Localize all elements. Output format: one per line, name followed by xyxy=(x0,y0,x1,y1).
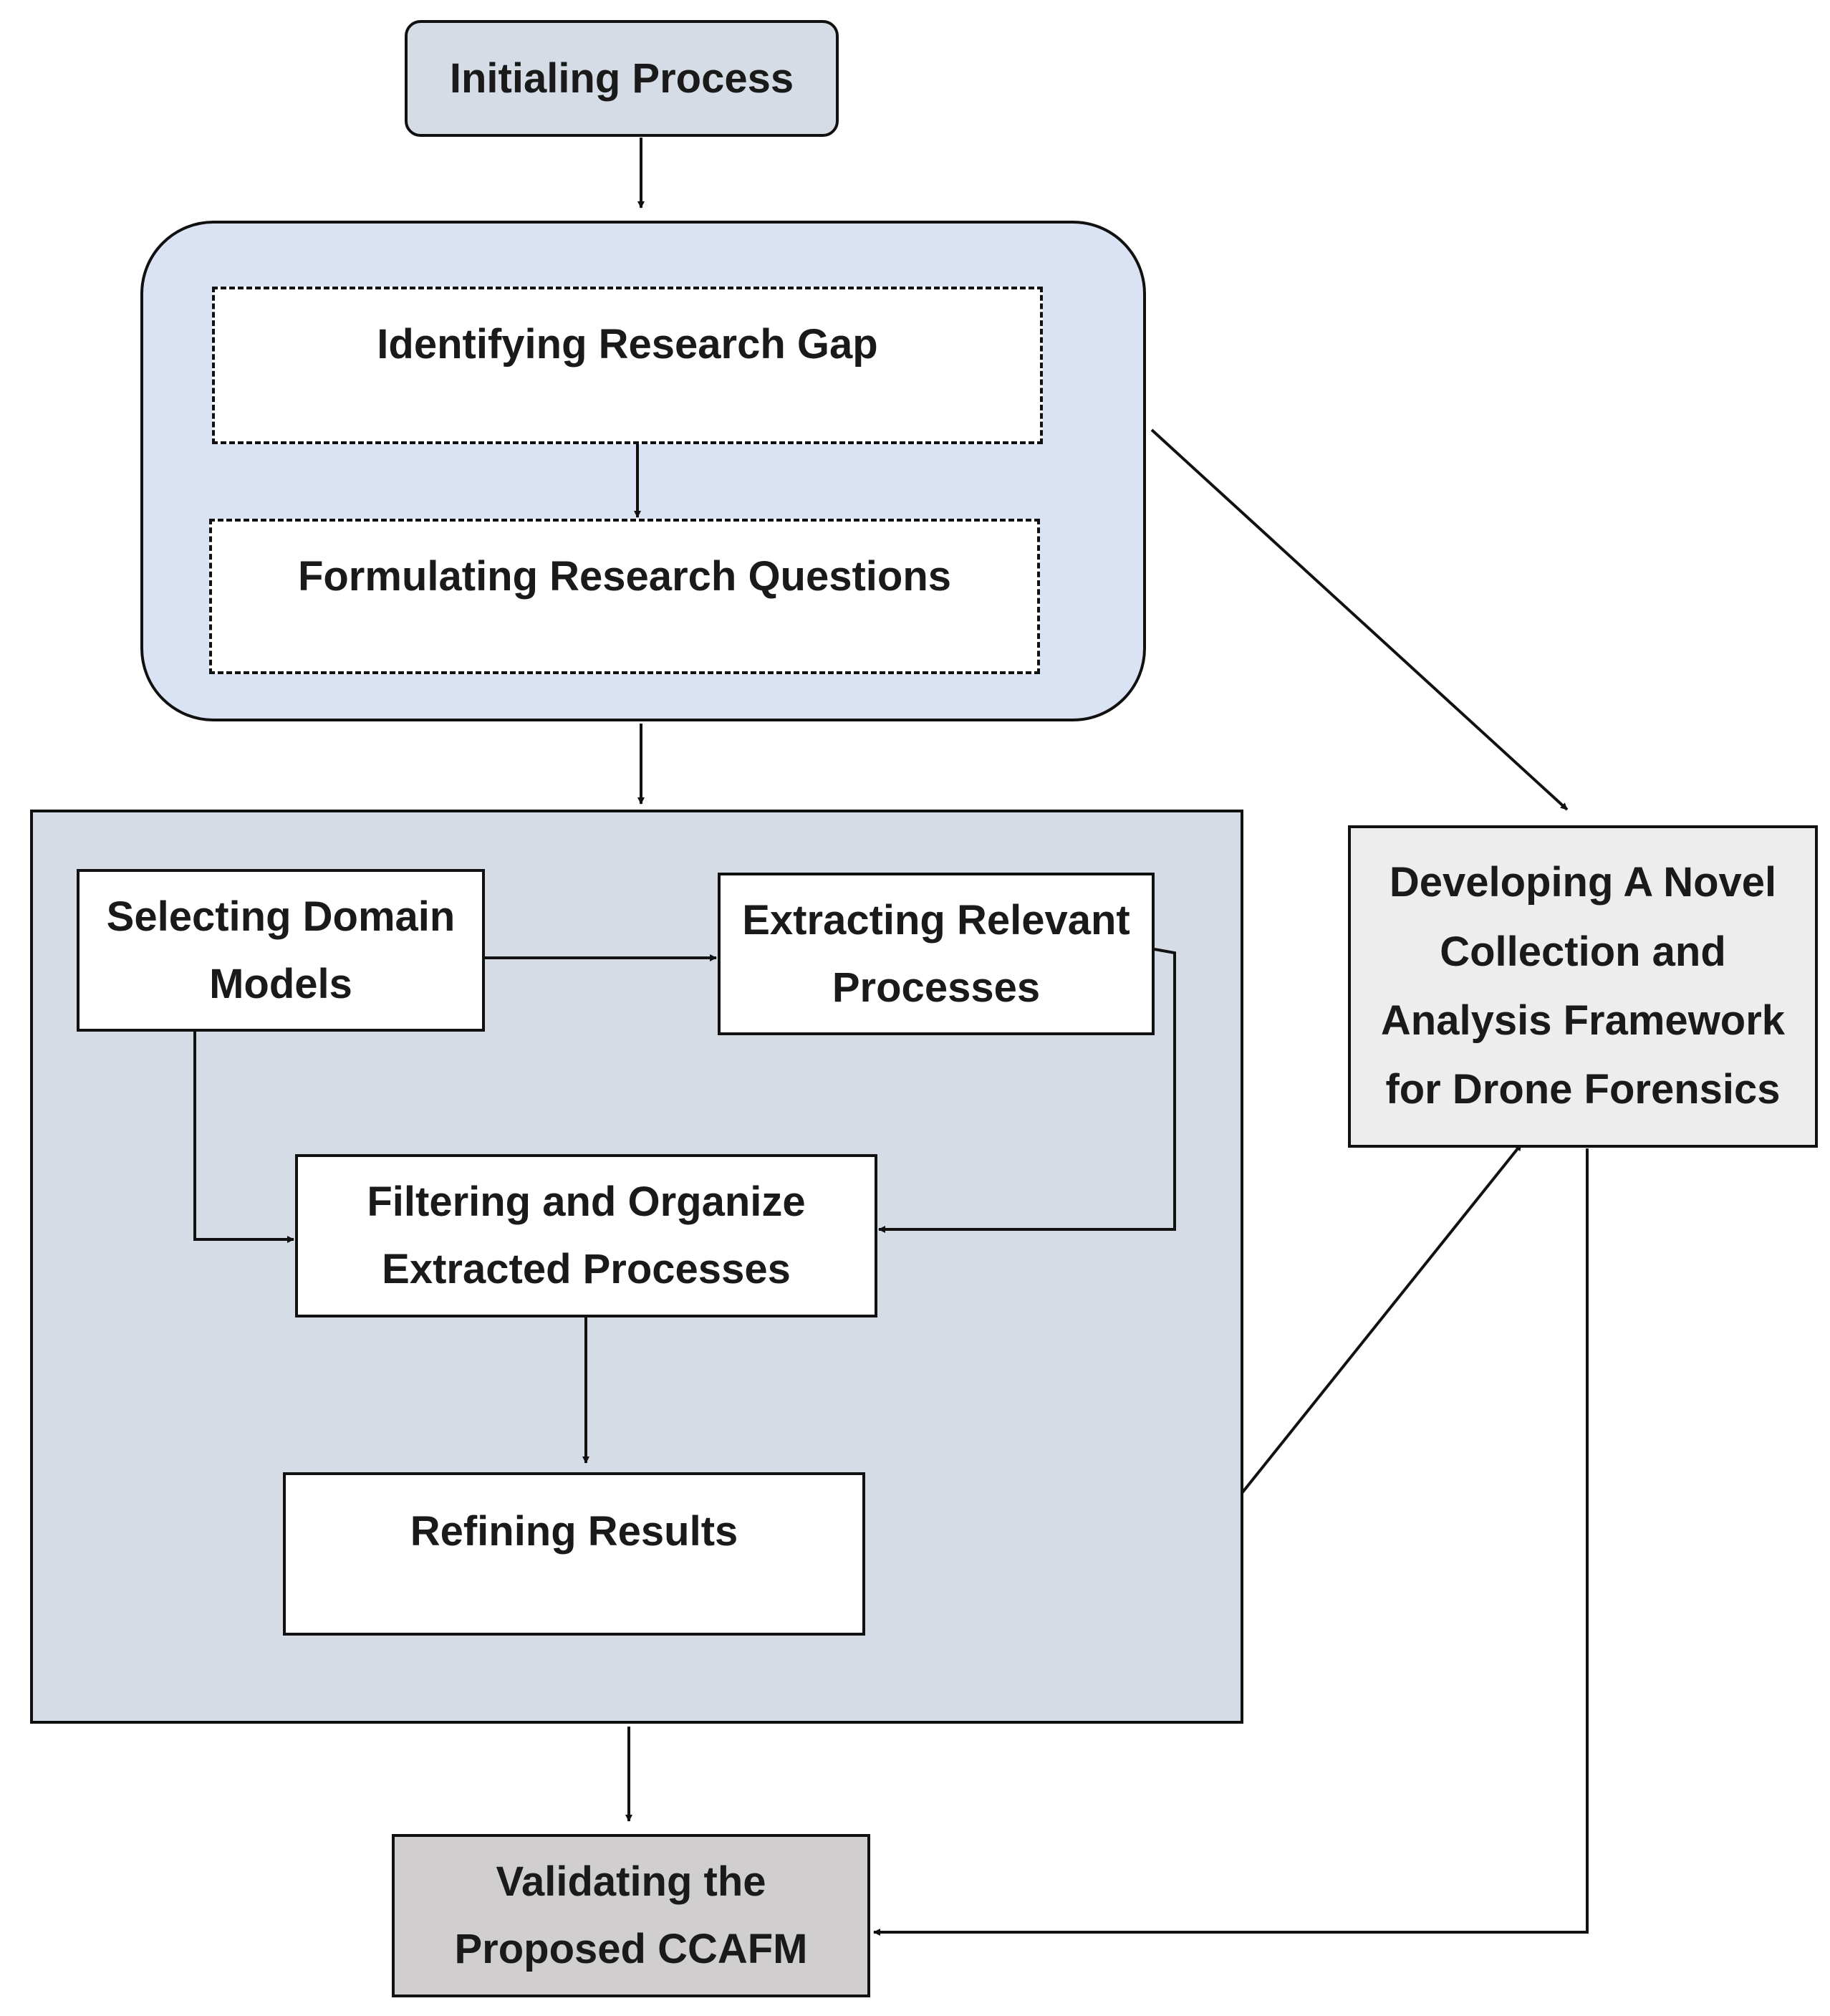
node-filtering-and-organize-line-2: Extracted Processes xyxy=(382,1246,791,1292)
node-validating-ccafm-line-1: Validating the xyxy=(496,1858,766,1906)
node-selecting-domain-models: Selecting Domain Models xyxy=(77,869,485,1032)
node-developing-line-2: Collection and xyxy=(1440,928,1726,975)
node-initialing-process-label: Initialing Process xyxy=(449,54,794,102)
arrow-research-to-develop xyxy=(1150,428,1569,811)
arrow-domain-to-filter xyxy=(193,1032,294,1243)
node-refining-results: Refining Results xyxy=(283,1472,865,1636)
node-developing-line-1: Developing A Novel xyxy=(1389,859,1777,906)
node-filtering-and-organize-line-1: Filtering and Organize xyxy=(367,1179,806,1226)
node-refining-results-label: Refining Results xyxy=(410,1508,738,1555)
node-extracting-relevant-processes-line-1: Extracting Relevant xyxy=(742,896,1130,944)
node-identifying-research-gap-label: Identifying Research Gap xyxy=(377,321,878,368)
node-developing-line-4: for Drone Forensics xyxy=(1385,1066,1781,1113)
node-validating-ccafm: Validating the Proposed CCAFM xyxy=(392,1834,870,1997)
node-extracting-relevant-processes: Extracting Relevant Processes xyxy=(718,873,1155,1035)
node-formulating-research-questions-label: Formulating Research Questions xyxy=(297,553,952,600)
arrow-develop-to-validate xyxy=(873,1148,1589,1936)
node-developing-line-3: Analysis Framework xyxy=(1380,997,1786,1044)
node-identifying-research-gap: Identifying Research Gap xyxy=(212,287,1043,444)
node-selecting-domain-models-line-2: Models xyxy=(209,960,352,1007)
node-formulating-research-questions: Formulating Research Questions xyxy=(209,519,1040,674)
node-filtering-and-organize: Filtering and Organize Extracted Process… xyxy=(295,1154,877,1317)
arrow-extract-to-filter xyxy=(878,948,1176,1233)
node-selecting-domain-models-line-1: Selecting Domain xyxy=(106,893,456,940)
node-validating-ccafm-line-2: Proposed CCAFM xyxy=(454,1926,808,1972)
node-developing-novel-framework: Developing A Novel Collection and Analys… xyxy=(1348,825,1818,1148)
arrow-methods-to-develop xyxy=(1241,1143,1523,1494)
node-initialing-process: Initialing Process xyxy=(405,20,839,137)
node-extracting-relevant-processes-line-2: Processes xyxy=(832,964,1041,1011)
